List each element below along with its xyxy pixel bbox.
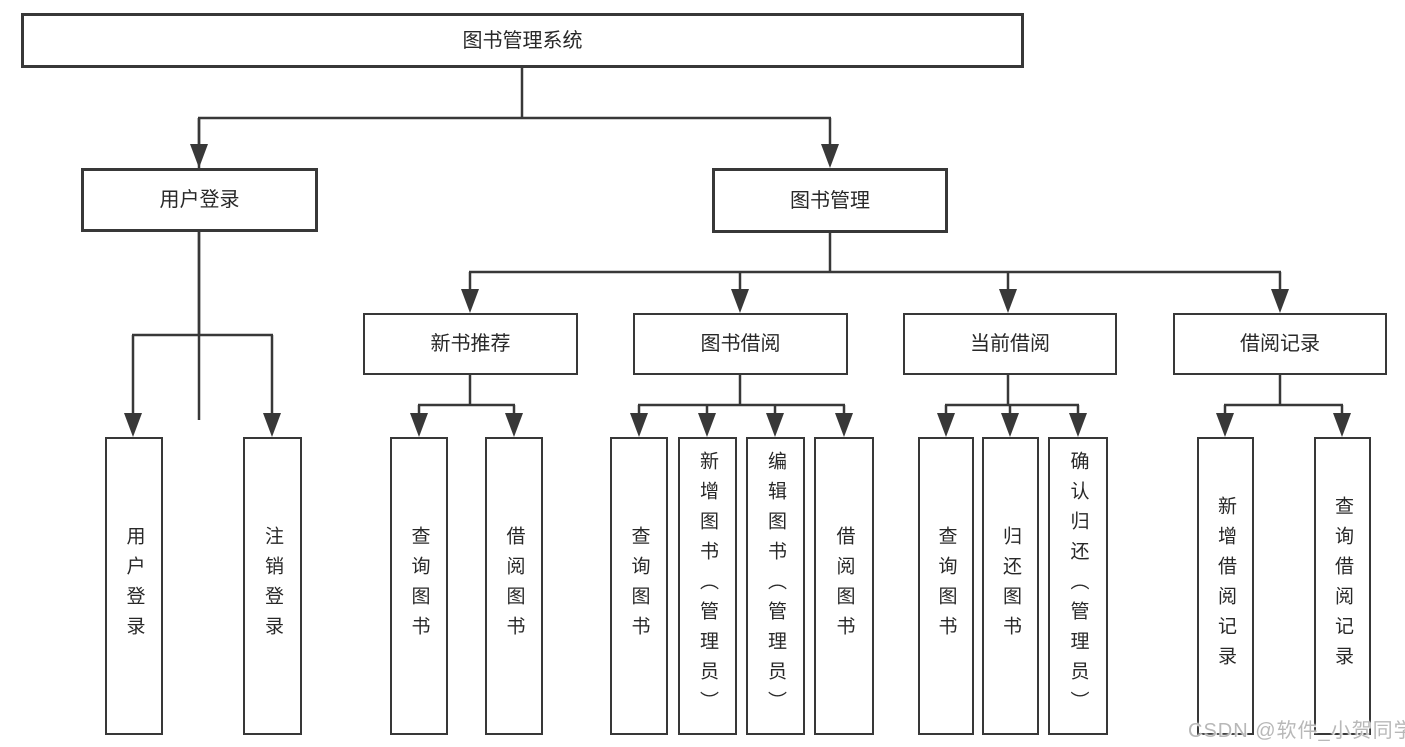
leaf-edit-book-admin: 编辑图书（管理员） — [746, 437, 805, 735]
node-user-login: 用户登录 — [81, 168, 318, 232]
leaf-return-books: 归还图书 — [982, 437, 1039, 735]
leaf-logout: 注销登录 — [243, 437, 302, 735]
leaf-query-books-borrowing: 查询图书 — [610, 437, 668, 735]
leaf-query-books-current: 查询图书 — [918, 437, 974, 735]
node-borrowing-records: 借阅记录 — [1173, 313, 1387, 375]
leaf-borrow-books-borrowing: 借阅图书 — [814, 437, 874, 735]
leaf-query-borrow-record: 查询借阅记录 — [1314, 437, 1371, 735]
node-book-management: 图书管理 — [712, 168, 948, 233]
leaf-user-login: 用户登录 — [105, 437, 163, 735]
watermark-text: CSDN @软件_小贺同学 — [1188, 720, 1405, 742]
node-book-borrowing: 图书借阅 — [633, 313, 848, 375]
arrowhead-icons — [124, 144, 1351, 437]
leaf-query-books-recommend: 查询图书 — [390, 437, 448, 735]
leaf-confirm-return-admin: 确认归还（管理员） — [1048, 437, 1108, 735]
leaf-add-book-admin: 新增图书（管理员） — [678, 437, 737, 735]
node-current-borrowing: 当前借阅 — [903, 313, 1117, 375]
node-new-book-recommend: 新书推荐 — [363, 313, 578, 375]
leaf-borrow-books-recommend: 借阅图书 — [485, 437, 543, 735]
leaf-add-borrow-record: 新增借阅记录 — [1197, 437, 1254, 735]
node-root: 图书管理系统 — [21, 13, 1024, 68]
